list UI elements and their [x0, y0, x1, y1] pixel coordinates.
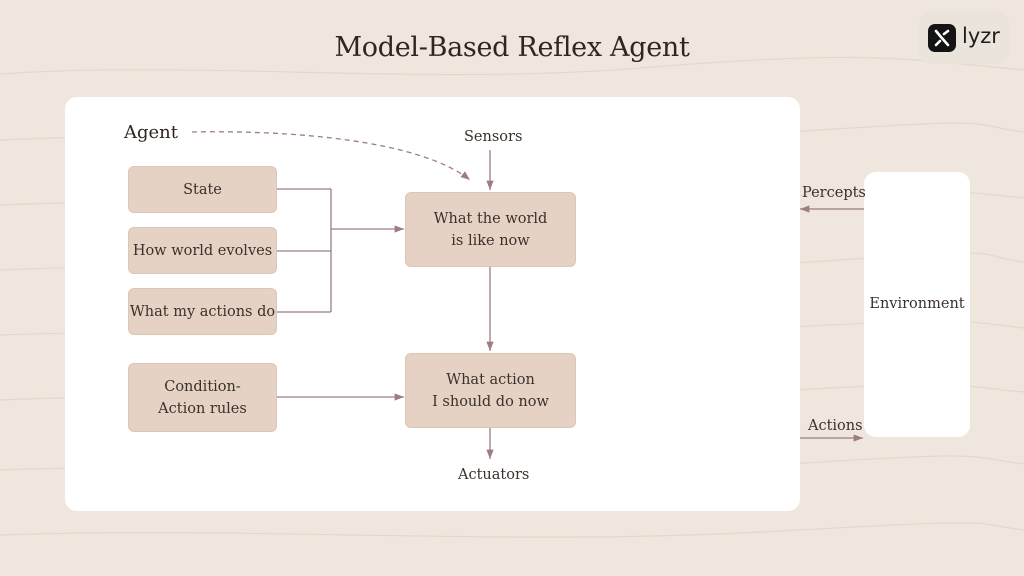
world-now-line-1: What the world: [433, 210, 548, 227]
what-my-actions-do-label: What my actions do: [129, 303, 276, 320]
actuators-label: Actuators: [458, 467, 530, 483]
environment-panel: [864, 172, 970, 437]
how-world-evolves-box: How world evolves: [128, 227, 277, 274]
logo: lyzr: [919, 12, 1009, 64]
condition-action-rules-line-2: Action rules: [158, 400, 247, 417]
what-my-actions-do-box: What my actions do: [128, 288, 277, 335]
world-now-line-2: is like now: [451, 232, 530, 249]
condition-action-rules-box: Condition- Action rules: [128, 363, 277, 432]
what-action-line-1: What action: [446, 371, 535, 388]
sensors-label: Sensors: [464, 129, 523, 145]
page-title: Model-Based Reflex Agent: [334, 32, 690, 63]
percepts-label: Percepts: [802, 185, 866, 201]
how-world-evolves-label: How world evolves: [132, 242, 273, 259]
what-action-line-2: I should do now: [432, 393, 549, 410]
state-label: State: [183, 181, 222, 198]
world-now-box: What the world is like now: [405, 192, 576, 267]
what-action-box: What action I should do now: [405, 353, 576, 428]
condition-action-rules-line-1: Condition-: [164, 378, 241, 395]
state-box: State: [128, 166, 277, 213]
actions-label: Actions: [808, 418, 863, 434]
logo-text: lyzr: [962, 24, 1000, 48]
agent-label: Agent: [124, 122, 178, 143]
environment-label: Environment: [869, 296, 965, 312]
lyzr-logo-icon: [928, 24, 956, 52]
